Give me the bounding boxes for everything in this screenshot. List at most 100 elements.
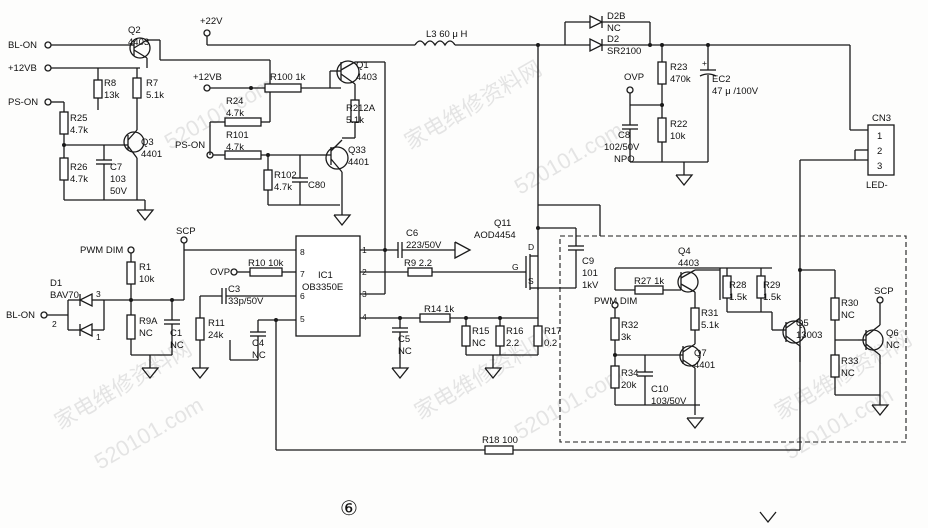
ground-symbol (191, 367, 210, 380)
q1-section: Q1 4403 +12VB R100 1k R212A 5.1k R24 4.7… (175, 60, 386, 290)
ground-symbol (484, 367, 503, 380)
ic1-part: OB3350E (302, 282, 343, 293)
r8-label: R8 (104, 78, 116, 89)
ground-symbol (391, 367, 410, 380)
q7-transistor (679, 345, 701, 367)
q33-transistor (325, 146, 349, 170)
cn3-label: CN3 (872, 113, 891, 124)
d2-value: SR2100 (607, 46, 641, 57)
figure-number: ⑥ (340, 498, 358, 520)
scp-label: SCP (176, 226, 196, 237)
r32-resistor (610, 317, 620, 341)
controller-ic-section: IC1 OB3350E 8 7 6 5 1 2 3 4 SCP PWM DIM … (6, 226, 800, 455)
r30-label: R30 (841, 298, 858, 309)
c8-label: C8 (618, 130, 630, 141)
r33-label: R33 (841, 356, 858, 367)
c6-label: C6 (406, 228, 418, 239)
q11-mosfet-section: Q11 AOD4454 D G S C9 101 1kV (474, 204, 601, 318)
input-switch-section: BL-ON +12VB PS-ON Q2 4403 R8 13k R7 5.1k (8, 25, 271, 222)
d2-label: D2 (607, 34, 619, 45)
c9-value: 101 (582, 268, 598, 279)
r26-value: 4.7k (70, 174, 88, 185)
pwm-dim-terminal (127, 246, 135, 254)
pwm-dim-2-label: PWM DIM (594, 296, 637, 307)
r212a-value: 5.1k (346, 115, 364, 126)
r27-label: R27 1k (634, 276, 664, 287)
r11-value: 24k (208, 330, 224, 341)
v22-label: +22V (200, 16, 223, 27)
r15-resistor (461, 325, 471, 347)
q3-transistor (123, 131, 145, 153)
ec2-label: EC2 (712, 74, 730, 85)
q6-label: Q6 (886, 328, 899, 339)
d1-diode-b (78, 322, 93, 338)
q11-source-label: S (528, 276, 534, 286)
r18-label: R18 100 (482, 435, 518, 446)
c80-label: C80 (308, 180, 325, 191)
ground-symbol (675, 174, 694, 187)
d2b-diode (589, 14, 604, 30)
l3-inductor (414, 40, 456, 47)
q11-label: Q11 (494, 218, 511, 229)
v12vb-2-terminal (203, 84, 211, 92)
r9a-value: NC (139, 328, 153, 339)
r26-resistor (59, 157, 69, 181)
r31-label: R31 (701, 308, 718, 319)
r10-resistor (249, 267, 283, 277)
r7-resistor (132, 77, 142, 99)
r22-value: 10k (670, 131, 686, 142)
d1-pin1: 1 (96, 332, 101, 342)
l3-label: L3 60 μ H (426, 29, 468, 40)
r28-label: R28 (729, 280, 746, 291)
r8-value: 13k (104, 90, 120, 101)
protection-section: Q4 4403 R27 1k R31 5.1k R28 1.5k R29 1.5… (559, 235, 907, 443)
ic1-pin4: 4 (362, 312, 367, 322)
r212a-label: R212A (346, 103, 376, 114)
q7-part: 4401 (694, 360, 715, 371)
r15-value: NC (472, 338, 486, 349)
cn3-connector (867, 124, 895, 176)
r24-value: 4.7k (226, 108, 244, 119)
ps-on-label: PS-ON (8, 97, 38, 108)
r1-resistor (126, 261, 136, 285)
chevron-down-icon (759, 511, 777, 524)
q11-part: AOD4454 (474, 230, 516, 241)
r24-label: R24 (226, 96, 243, 107)
r17-value: 0.2 (544, 338, 557, 349)
r32-label: R32 (621, 320, 638, 331)
r101-value: 4.7k (226, 142, 244, 153)
r102-label: R102 (274, 170, 297, 181)
c7-label: C7 (110, 162, 122, 173)
watermark-text: 520101.com (510, 117, 627, 199)
r23-resistor (657, 61, 667, 85)
r102-value: 4.7k (274, 182, 292, 193)
r34-resistor (610, 365, 620, 389)
ps-on-terminal (44, 98, 52, 106)
scp-2-terminal (876, 296, 884, 304)
r1-label: R1 (139, 262, 151, 273)
d1-value: BAV70 (50, 290, 79, 301)
r26-label: R26 (70, 162, 87, 173)
r8-resistor (93, 79, 103, 99)
ground-symbol (333, 214, 352, 227)
bl-on-2-terminal (40, 311, 48, 319)
r11-label: R11 (208, 318, 225, 329)
d1-diode-a (78, 292, 93, 308)
r22-resistor (657, 117, 667, 143)
c4-label: C4 (252, 338, 264, 349)
cn3-pin3: 3 (877, 161, 882, 172)
ic1-pin8: 8 (300, 247, 305, 257)
r11-resistor (195, 317, 205, 341)
cn3-pin2: 2 (877, 146, 882, 157)
r9a-label: R9A (139, 316, 158, 327)
r10-label: R10 10k (248, 258, 284, 269)
q3-part: 4401 (141, 149, 162, 160)
r18-resistor (484, 445, 514, 455)
c8-value: 102/50V (604, 142, 640, 153)
d2b-value: NC (607, 23, 621, 34)
r29-value: 1.5k (763, 292, 781, 303)
pwm-dim-label: PWM DIM (80, 245, 123, 256)
bl-on-label: BL-ON (8, 40, 37, 51)
d1-label: D1 (50, 278, 62, 289)
